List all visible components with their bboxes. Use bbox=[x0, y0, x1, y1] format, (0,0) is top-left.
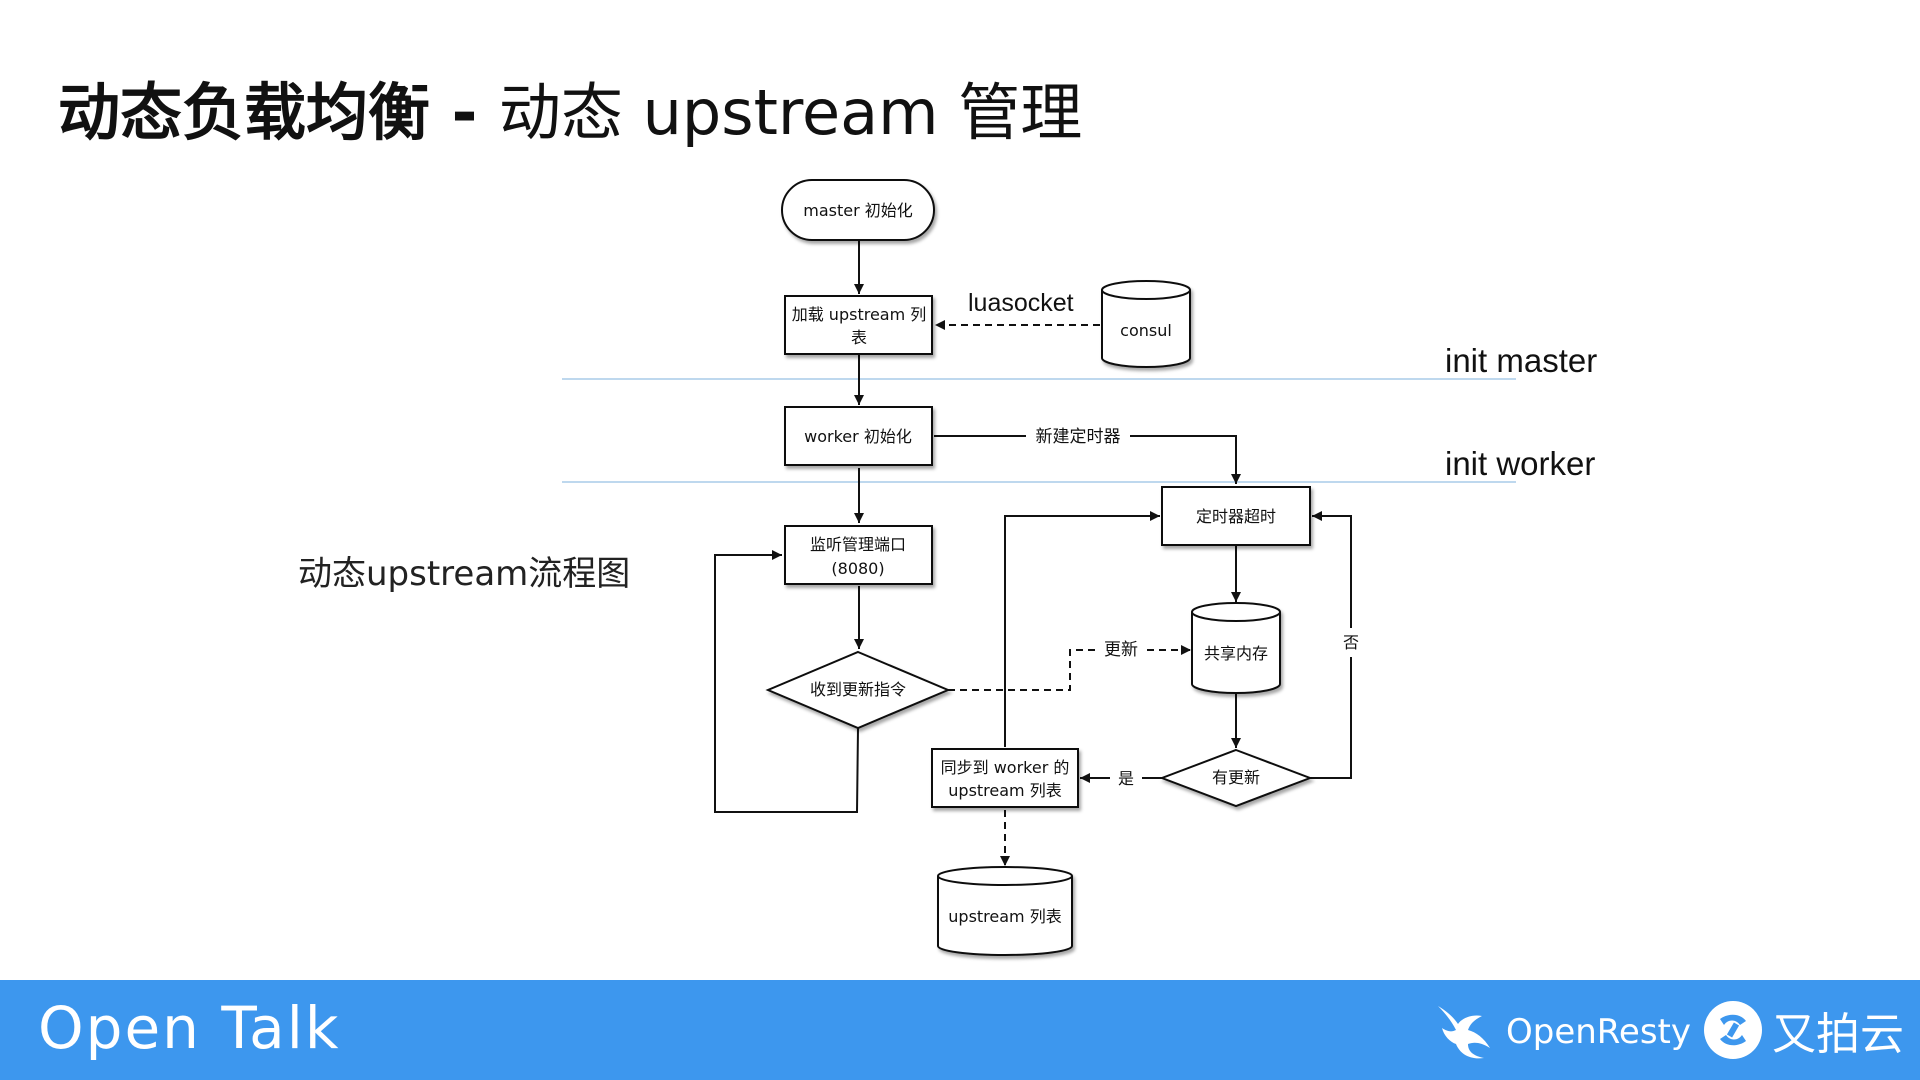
node-consul bbox=[1101, 280, 1191, 368]
edge-label-update: 更新 bbox=[1104, 640, 1138, 660]
node-consul-label: consul bbox=[1120, 321, 1172, 340]
openresty-text: OpenResty bbox=[1506, 1012, 1691, 1052]
edge-receive-to-update bbox=[948, 649, 1095, 691]
slide-title: 动态负载均衡 - 动态 upstream 管理 bbox=[58, 62, 1082, 152]
node-listen-port-label-2: (8080) bbox=[831, 559, 884, 578]
node-receive-update: 收到更新指令 bbox=[765, 650, 951, 730]
edge-label-no: 否 bbox=[1343, 633, 1359, 652]
node-shared-memory bbox=[1191, 602, 1281, 694]
node-master-init: master 初始化 bbox=[781, 179, 935, 241]
edge-label-luasocket: luasocket bbox=[968, 289, 1074, 317]
edge-hasupdate-no-2 bbox=[1312, 511, 1352, 628]
node-shared-memory-label: 共享内存 bbox=[1204, 644, 1268, 663]
node-upstream-list bbox=[937, 866, 1073, 956]
edge-hasupdate-no bbox=[1310, 657, 1352, 779]
node-listen-port: 监听管理端口 (8080) bbox=[784, 525, 933, 585]
openresty-logo: OpenResty bbox=[1434, 1002, 1691, 1062]
flowchart-diagram: init master init worker luasocket 新建定时器 … bbox=[562, 179, 1597, 956]
node-has-update: 有更新 bbox=[1159, 748, 1313, 808]
node-master-init-label: master 初始化 bbox=[803, 201, 913, 220]
edge-label-new-timer: 新建定时器 bbox=[1036, 427, 1121, 447]
node-sync-worker-label-2: upstream 列表 bbox=[948, 781, 1061, 800]
node-sync-worker: 同步到 worker 的 upstream 列表 bbox=[931, 748, 1079, 808]
flowchart-caption: 动态upstream流程图 bbox=[298, 554, 631, 594]
node-load-upstream: 加载 upstream 列 表 bbox=[784, 295, 933, 355]
node-worker-init: worker 初始化 bbox=[784, 406, 933, 466]
node-has-update-label: 有更新 bbox=[1212, 768, 1260, 787]
upyun-logo-icon bbox=[1704, 1001, 1762, 1059]
node-worker-init-label: worker 初始化 bbox=[804, 427, 912, 446]
node-timer-timeout-label: 定时器超时 bbox=[1196, 507, 1276, 526]
node-upstream-list-label: upstream 列表 bbox=[948, 907, 1061, 926]
openresty-bird-icon bbox=[1438, 1006, 1490, 1059]
upyun-logo: 又拍云 bbox=[1702, 998, 1904, 1062]
title-sub: 动态 upstream 管理 bbox=[498, 76, 1083, 149]
open-talk-logo: Open Talk bbox=[38, 994, 341, 1062]
init-master-label: init master bbox=[1445, 342, 1597, 379]
node-load-upstream-label-1: 加载 upstream 列 bbox=[792, 305, 927, 324]
node-listen-port-label-1: 监听管理端口 bbox=[810, 535, 906, 554]
edge-receive-loop-back bbox=[714, 550, 859, 813]
node-load-upstream-label-2: 表 bbox=[851, 328, 867, 347]
edge-label-yes: 是 bbox=[1118, 769, 1134, 788]
edge-sync-to-timer bbox=[1004, 511, 1160, 747]
upyun-text: 又拍云 bbox=[1772, 1009, 1904, 1060]
init-worker-label: init worker bbox=[1445, 445, 1595, 482]
node-timer-timeout: 定时器超时 bbox=[1161, 486, 1311, 546]
footer-bar: Open Talk OpenResty 又拍云 bbox=[0, 980, 1920, 1080]
edge-worker-to-timer-2 bbox=[1130, 435, 1241, 484]
node-sync-worker-label-1: 同步到 worker 的 bbox=[941, 758, 1070, 777]
title-main: 动态负载均衡 - bbox=[58, 76, 499, 149]
node-receive-update-label: 收到更新指令 bbox=[810, 680, 906, 699]
